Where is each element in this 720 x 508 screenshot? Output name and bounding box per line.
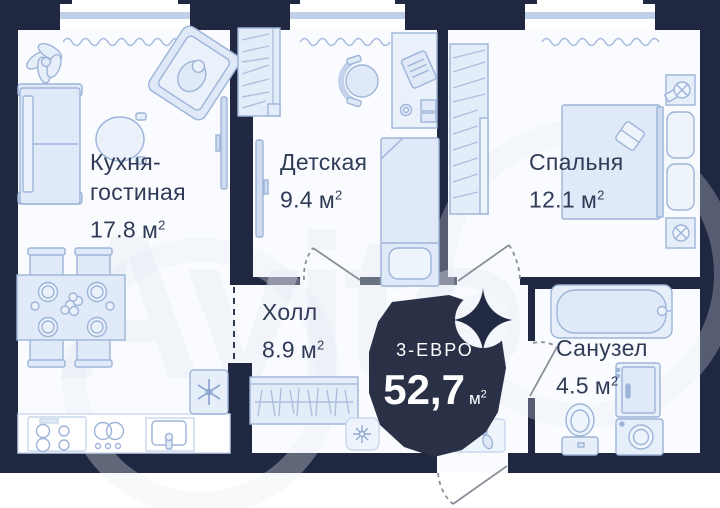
- badge-type-label: 3-ЕВРО: [396, 340, 474, 360]
- page-margin: [0, 473, 720, 508]
- entrance-door-opening: [437, 452, 508, 473]
- window-bay-1-glass: [60, 12, 190, 19]
- window-bay-2-glass: [290, 12, 405, 19]
- badge-area-value: 52,7: [383, 366, 465, 413]
- bathroom-door-opening: [527, 341, 536, 398]
- bedroom-door-opening: [457, 275, 520, 287]
- children-door-opening: [300, 276, 360, 286]
- window-bay-3-glass: [525, 12, 655, 19]
